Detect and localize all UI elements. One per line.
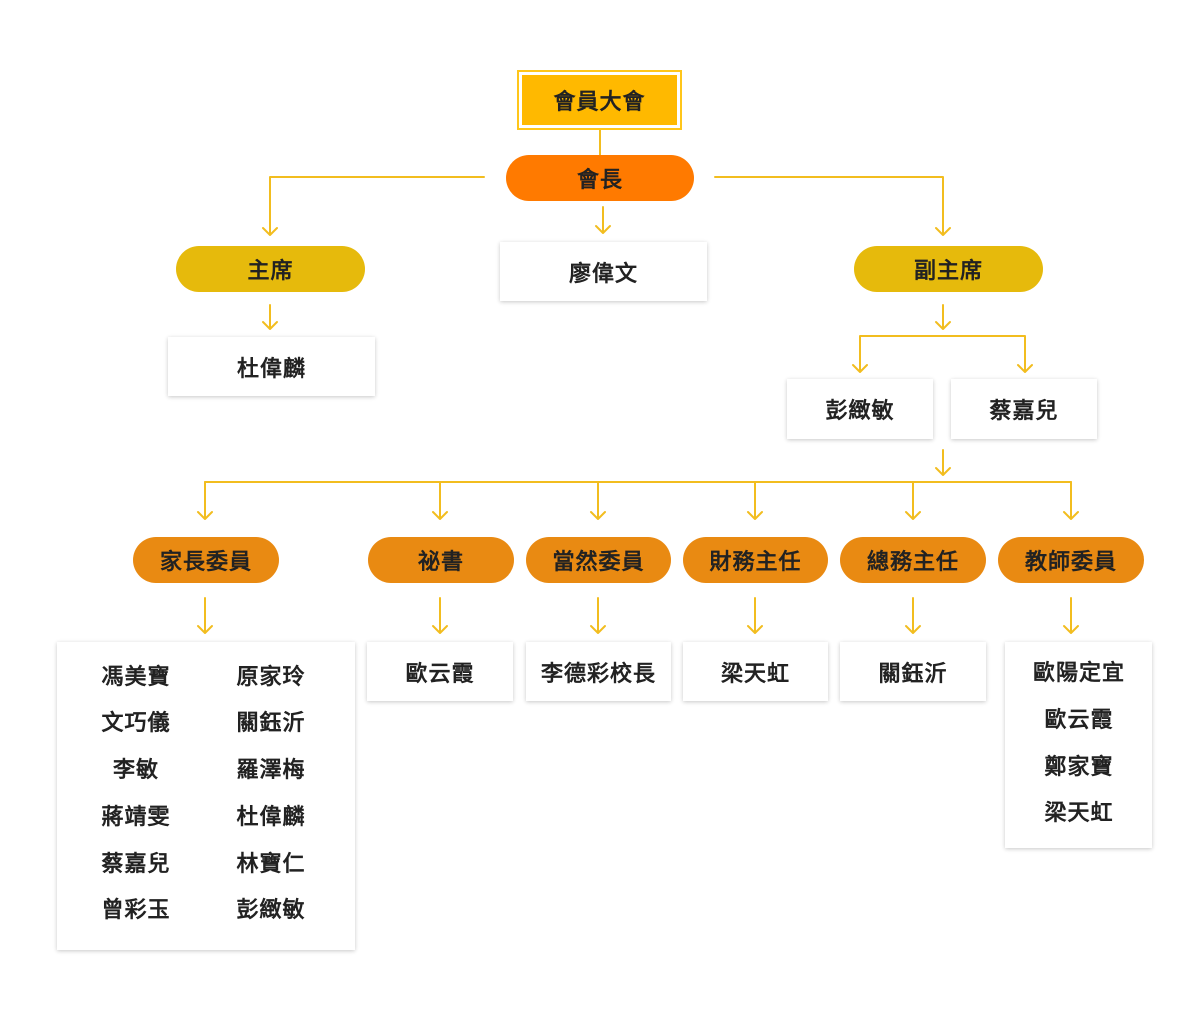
secretary-member-card: 歐云霞 [367,642,513,701]
link-president-chair [262,176,485,236]
member-name: 關鈺沂 [236,710,306,735]
member-name: 歐云霞 [1044,707,1114,732]
link-ex-officio-member [590,597,606,634]
teacher-committee-node: 教師委員 [998,537,1144,583]
link-bus-secretary [432,481,448,520]
chair-node: 主席 [176,246,365,292]
chair-member-card: 杜偉麟 [168,337,375,396]
general-meeting-node: 會員大會 [517,70,682,130]
president-member-card: 廖偉文 [500,242,707,301]
member-name: 梁天虹 [1044,800,1114,825]
vice-chair-member-card: 彭緻敏 [787,379,933,439]
member-name: 原家玲 [236,664,306,689]
member-name: 歐陽定宜 [1032,660,1125,685]
member-name: 李敏 [112,757,159,782]
parent-committee-members-card: 馮美寶 文巧儀 李敏 蔣靖雯 蔡嘉兒 曾彩玉 原家玲 關鈺沂 羅澤梅 杜偉麟 林… [57,642,355,950]
secretary-node: 祕書 [368,537,514,583]
parent-committee-node: 家長委員 [133,537,279,583]
treasurer-node: 財務主任 [683,537,828,583]
link-general-affairs-member [905,597,921,634]
link-vice-chair-branches [852,335,1033,373]
link-bus-parent-committee [197,481,213,520]
link-vice-chair-committees [935,449,951,476]
member-name: 馮美寶 [101,664,171,689]
general-meeting-label: 會員大會 [522,75,677,125]
link-president-vice-chair [714,176,951,236]
link-parent-committee-members [197,597,213,634]
member-name: 鄭家寶 [1044,754,1114,779]
president-node: 會長 [506,155,694,201]
member-name: 蔡嘉兒 [101,851,171,876]
link-bus-teacher-committee [1063,481,1079,520]
vice-chair-node: 副主席 [854,246,1043,292]
member-name: 羅澤梅 [236,757,306,782]
general-affairs-member-card: 關鈺沂 [840,642,986,701]
member-name: 文巧儀 [101,710,171,735]
link-vice-chair-down [935,304,951,330]
link-bus-treasurer [747,481,763,520]
link-president-member [595,206,611,234]
vice-chair-member-card: 蔡嘉兒 [951,379,1097,439]
link-treasurer-member [747,597,763,634]
member-name: 林寶仁 [236,851,306,876]
link-secretary-member [432,597,448,634]
teacher-committee-members-card: 歐陽定宜 歐云霞 鄭家寶 梁天虹 [1005,642,1152,848]
link-bus-general-affairs [905,481,921,520]
member-name: 杜偉麟 [236,804,306,829]
member-name: 蔣靖雯 [101,804,171,829]
member-name: 彭緻敏 [236,897,306,922]
ex-officio-member-card: 李德彩校長 [526,642,671,701]
ex-officio-node: 當然委員 [526,537,671,583]
member-name: 曾彩玉 [101,897,171,922]
link-bus-ex-officio [590,481,606,520]
treasurer-member-card: 梁天虹 [683,642,828,701]
link-chair-member [262,304,278,330]
general-affairs-node: 總務主任 [840,537,986,583]
link-teacher-committee-members [1063,597,1079,634]
